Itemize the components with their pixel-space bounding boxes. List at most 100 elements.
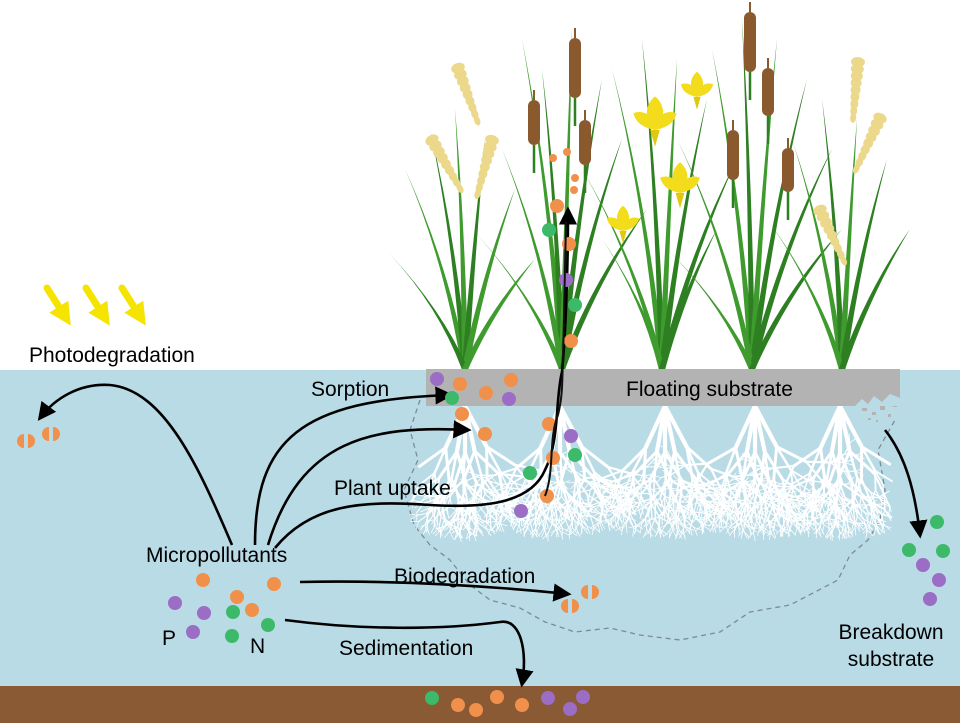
label-biodegradation: Biodegradation bbox=[394, 565, 536, 588]
root-branch bbox=[805, 495, 812, 513]
root-branch bbox=[443, 506, 452, 511]
root-branch bbox=[505, 488, 508, 508]
root-branch bbox=[520, 517, 523, 527]
root-branch bbox=[744, 481, 762, 501]
root-branch bbox=[557, 403, 584, 449]
root-branch bbox=[423, 497, 440, 504]
root-branch bbox=[825, 523, 835, 525]
root-branch bbox=[613, 497, 619, 508]
particle-dot-icon bbox=[523, 466, 537, 480]
root-branch bbox=[742, 453, 747, 461]
root-branch bbox=[530, 477, 547, 493]
root-branch bbox=[603, 490, 616, 495]
root-branch bbox=[802, 524, 806, 534]
root-branch bbox=[806, 508, 816, 515]
grass-plume bbox=[425, 134, 464, 194]
root-branch bbox=[776, 492, 786, 495]
root-branch bbox=[628, 492, 643, 500]
particle-dot-icon bbox=[936, 544, 950, 558]
particle-dot-icon bbox=[515, 698, 529, 712]
root-branch bbox=[449, 524, 455, 533]
root-branch bbox=[825, 450, 834, 480]
root-branch bbox=[472, 513, 477, 526]
root-branch bbox=[848, 433, 851, 444]
root-branch bbox=[770, 464, 796, 470]
root-branch bbox=[537, 522, 541, 532]
root-branch bbox=[488, 507, 495, 517]
root-branch bbox=[453, 526, 458, 535]
root-branch bbox=[887, 506, 891, 517]
root-branch bbox=[575, 471, 587, 479]
root-branch bbox=[689, 494, 694, 507]
root-branch bbox=[620, 524, 627, 532]
particle-dot-icon bbox=[570, 186, 578, 194]
root-branch bbox=[633, 507, 644, 513]
root-branch bbox=[591, 526, 594, 535]
root-branch bbox=[812, 449, 834, 480]
root-branch bbox=[640, 477, 656, 495]
root-branch bbox=[704, 515, 708, 525]
leaf bbox=[612, 69, 666, 369]
root-branch bbox=[779, 510, 783, 520]
root-branch bbox=[692, 483, 707, 496]
root-branch bbox=[685, 487, 693, 497]
root-branch bbox=[795, 519, 799, 528]
root-branch bbox=[487, 522, 493, 531]
root-branch bbox=[621, 446, 648, 472]
root-branch bbox=[835, 509, 842, 521]
sedimentation-arrow bbox=[284, 618, 534, 688]
particle-dot-icon bbox=[546, 451, 560, 465]
root-branch bbox=[579, 514, 584, 528]
root-branch bbox=[598, 484, 605, 492]
root-branch bbox=[470, 516, 483, 523]
root-branch bbox=[775, 445, 808, 464]
leaf bbox=[712, 49, 756, 369]
particle-dot-icon bbox=[455, 407, 469, 421]
root-branch bbox=[709, 524, 714, 533]
root-branch bbox=[555, 519, 562, 527]
root-branch bbox=[654, 501, 663, 515]
root-branch bbox=[588, 477, 603, 484]
root-branch bbox=[843, 518, 856, 525]
root-branch bbox=[807, 522, 814, 530]
root-branch bbox=[618, 499, 627, 504]
particle-dot-icon bbox=[196, 573, 210, 587]
root-branch bbox=[548, 484, 558, 490]
root-branch bbox=[496, 523, 499, 533]
root-branch bbox=[727, 505, 731, 517]
root-branch bbox=[828, 495, 838, 506]
root-branch bbox=[617, 491, 631, 499]
leaf bbox=[838, 159, 887, 369]
root-branch bbox=[429, 494, 447, 498]
root-branch bbox=[587, 489, 591, 502]
root-branch bbox=[639, 507, 644, 519]
uptake-root-line bbox=[544, 221, 567, 497]
degraded-particle-half bbox=[28, 434, 35, 448]
root-branch bbox=[664, 473, 673, 485]
root-branch bbox=[775, 516, 782, 529]
root-branch bbox=[674, 499, 676, 509]
root-branch bbox=[829, 519, 837, 526]
substrate-fragment bbox=[880, 406, 885, 410]
process-arrows bbox=[37, 206, 928, 688]
root-branch bbox=[805, 522, 811, 531]
root-branch bbox=[712, 488, 722, 499]
root-branch bbox=[702, 500, 713, 505]
label-photodegradation: Photodegradation bbox=[29, 344, 195, 367]
root-branch bbox=[782, 486, 794, 501]
degraded-particle-half bbox=[581, 585, 588, 599]
root-branch bbox=[459, 508, 469, 516]
root-branch bbox=[837, 478, 847, 500]
root-branch bbox=[688, 511, 695, 518]
plume-segment bbox=[473, 115, 481, 126]
root-branch bbox=[552, 505, 561, 516]
root-branch bbox=[485, 445, 516, 467]
root-branch bbox=[790, 523, 799, 529]
root-branch bbox=[560, 478, 571, 499]
root-branch bbox=[750, 509, 754, 522]
root-branch bbox=[822, 524, 825, 534]
root-branch bbox=[807, 479, 823, 483]
root-branch bbox=[815, 526, 821, 535]
root-branch bbox=[671, 521, 676, 530]
root-branch bbox=[583, 502, 592, 511]
